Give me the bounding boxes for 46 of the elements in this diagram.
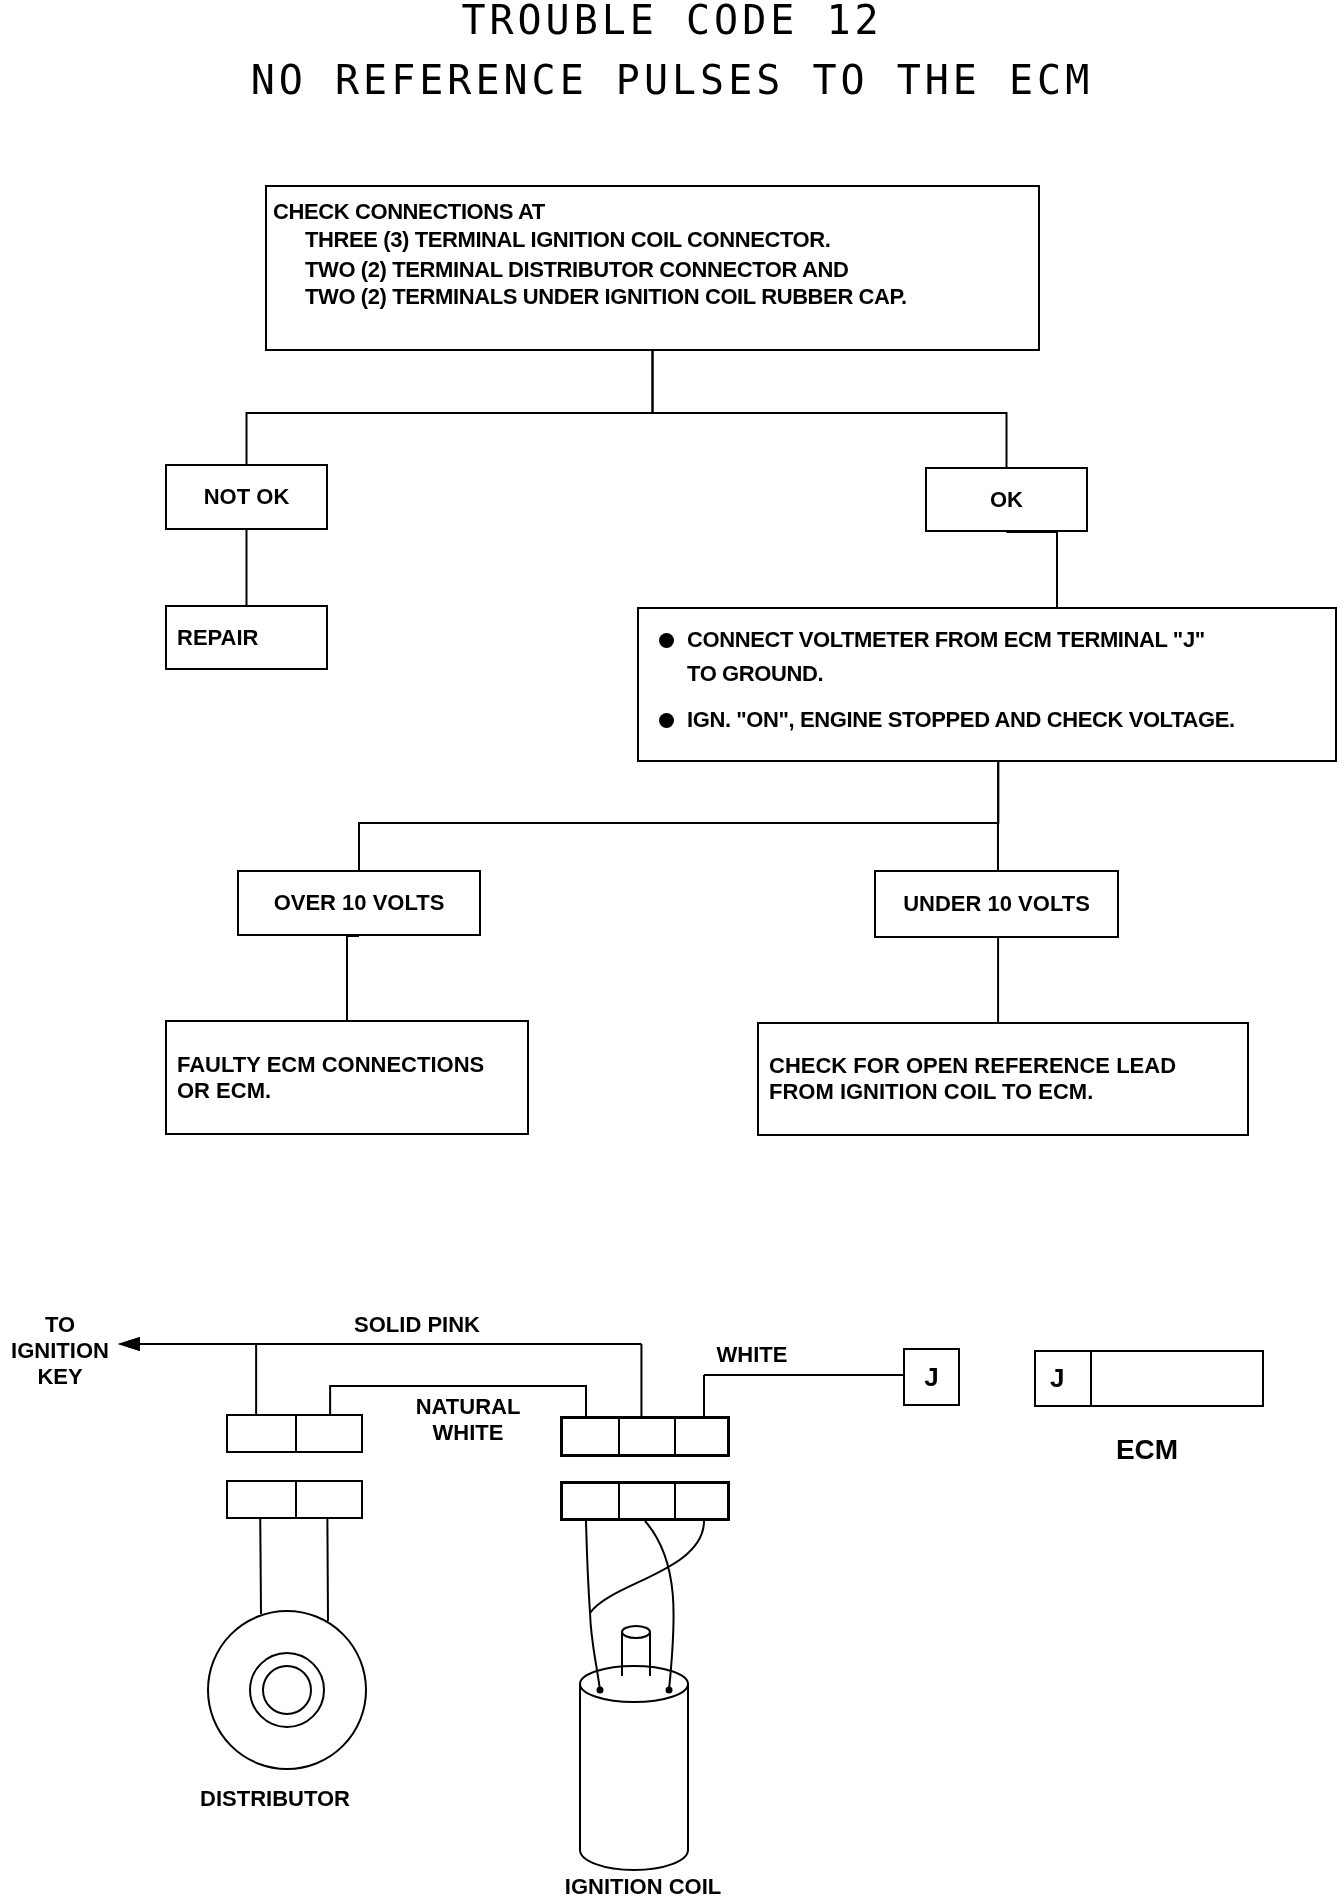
box-text: FAULTY ECM CONNECTIONS OR ECM. <box>177 1051 486 1104</box>
box-text: THREE (3) TERMINAL IGNITION COIL CONNECTOR. <box>305 227 831 253</box>
connector-line <box>996 937 1000 1023</box>
subtitle: NO REFERENCE PULSES TO THE ECM <box>249 56 1095 104</box>
result-box <box>925 467 1088 532</box>
ecm-block <box>1034 1350 1264 1407</box>
box-text: TWO (2) TERMINALS UNDER IGNITION COIL RUBBER CAP. <box>305 284 907 310</box>
box-text: OK <box>990 486 1023 513</box>
connector-block <box>560 1416 730 1457</box>
terminal-box <box>903 1348 960 1406</box>
process-box <box>265 185 1040 351</box>
connector-block <box>226 1414 363 1453</box>
part-label: DISTRIBUTOR <box>199 1786 351 1812</box>
wire <box>703 1374 904 1417</box>
ecm-label: ECM <box>1114 1437 1180 1463</box>
ignition-coil-drawing <box>579 1625 689 1871</box>
box-text: OVER 10 VOLTS <box>273 890 445 916</box>
result-box <box>165 464 328 530</box>
wire <box>259 1518 329 1622</box>
bullet-text: CONNECT VOLTMETER FROM ECM TERMINAL "J" TO GROUND. <box>687 626 1206 688</box>
connector-block <box>226 1480 363 1519</box>
part-label: IGNITION COIL <box>563 1874 723 1900</box>
box-text: UNDER 10 VOLTS <box>903 891 1090 917</box>
terminal-label: J <box>1050 1365 1065 1391</box>
arrow <box>118 1337 643 1417</box>
destination-label: TO IGNITION KEY <box>10 1312 110 1390</box>
box-text: CHECK FOR OPEN REFERENCE LEAD FROM IGNITION COIL TO ECM. <box>769 1053 1178 1105</box>
process-box <box>637 607 1337 762</box>
box-heading: CHECK CONNECTIONS AT <box>273 199 545 225</box>
action-box <box>165 1020 529 1135</box>
box-text: NOT OK <box>203 484 290 510</box>
title: TROUBLE CODE 12 <box>460 0 884 44</box>
box-text: TWO (2) TERMINAL DISTRIBUTOR CONNECTOR AND <box>305 257 849 283</box>
connector-block <box>560 1481 730 1521</box>
result-box <box>874 870 1119 938</box>
action-box <box>165 605 328 670</box>
result-box <box>237 870 481 936</box>
connector-line <box>245 529 248 606</box>
connector-line <box>651 350 1008 468</box>
action-box <box>757 1022 1249 1136</box>
box-text: J <box>924 1364 939 1390</box>
connector-line <box>996 761 1000 871</box>
wire <box>329 1385 587 1417</box>
bullet-text: IGN. "ON", ENGINE STOPPED AND CHECK VOLTAGE. <box>687 706 1236 734</box>
distributor-drawing <box>207 1610 367 1770</box>
box-text: REPAIR <box>177 624 259 651</box>
